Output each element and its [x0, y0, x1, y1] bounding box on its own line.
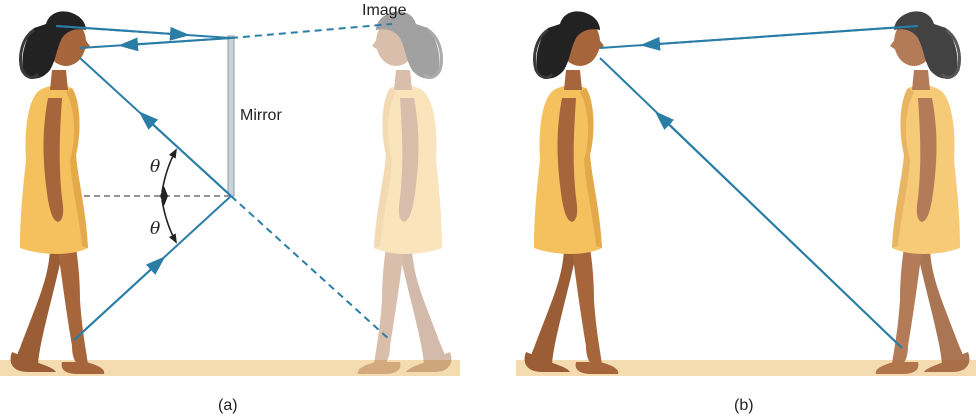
ground-b: [516, 360, 976, 376]
ray-head-arrow: [55, 25, 190, 41]
theta-label-top: θ: [150, 157, 160, 177]
panel-a: θ θ Mirror Image (a): [0, 2, 460, 414]
woman-figure-a: [9, 9, 106, 376]
ray-mirror-to-eye-arrow: [118, 37, 232, 52]
panel-b: (b): [516, 9, 976, 414]
ray-virtual-head: [230, 23, 393, 39]
angle-arrowhead-mid-bottom: [160, 196, 168, 206]
woman-figure-b-left: [523, 9, 620, 376]
mirror-image-figure: [356, 9, 453, 376]
angle-arrowhead-mid-top: [160, 186, 168, 196]
ray-virtual-foot: [230, 195, 391, 341]
angle-arc-top: [161, 148, 177, 193]
mirror: [227, 35, 235, 197]
panel-b-caption: (b): [734, 397, 754, 414]
ray-foot-arrow: [73, 256, 166, 341]
theta-label-bottom: θ: [150, 219, 160, 239]
ray-b-head-arrow: [640, 25, 919, 51]
angle-arc-bottom: [161, 199, 177, 244]
image-label: Image: [362, 2, 407, 19]
panel-a-caption: (a): [218, 397, 238, 414]
ray-mirror-to-eye-low-arrow: [138, 111, 232, 197]
ground-a: [0, 360, 460, 376]
woman-figure-b-right: [874, 9, 971, 376]
mirror-label: Mirror: [240, 107, 282, 124]
ray-b-foot-arrow: [654, 111, 903, 349]
